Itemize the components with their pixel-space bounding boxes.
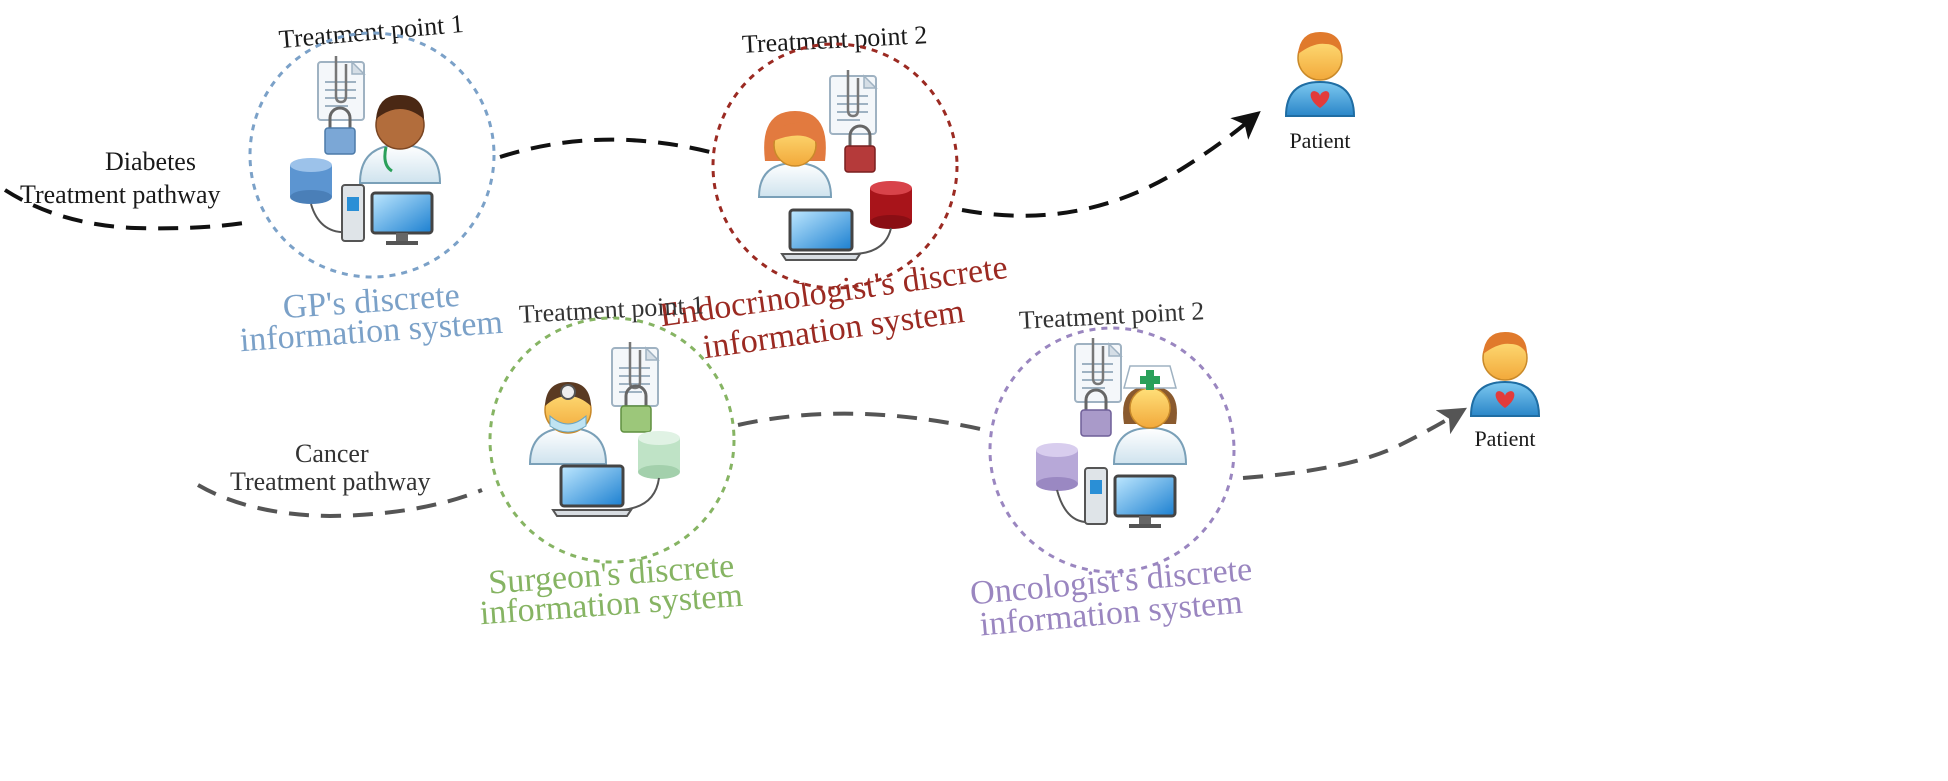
gp-system-circle (248, 31, 496, 279)
cancer-treatment-point-1: Treatment point 1 Surgeon's discre (479, 290, 744, 632)
document-icon (1073, 336, 1123, 404)
patient-icon (1470, 331, 1540, 417)
cable (619, 477, 660, 511)
database-icon (870, 181, 912, 229)
cancer-patient: Patient (1470, 331, 1540, 451)
diabetes-patient-label: Patient (1289, 128, 1350, 153)
cancer-pathway-label-line1: Cancer (295, 439, 369, 468)
database-icon (290, 158, 332, 204)
diabetes-treatment-point-1: Treatment point 1 GP's discrete infor (239, 9, 504, 359)
cable (1056, 489, 1086, 523)
document-icon (610, 340, 660, 408)
diabetes-treatment-point-2: Treatment point 2 Endocrinologist's disc… (657, 20, 1010, 366)
cancer-pathway-line-start (197, 483, 483, 519)
surgeon-system-circle (488, 316, 736, 564)
lock-icon (324, 106, 356, 155)
database-icon (638, 431, 680, 479)
nurse-icon (1112, 365, 1188, 465)
laptop-icon (780, 208, 862, 262)
cancer-pathway-line-mid (737, 411, 986, 432)
document-icon (828, 68, 878, 136)
gp-system-label-line2: information system (239, 304, 504, 359)
diabetes-pathway: Diabetes Treatment pathway Treatment poi… (3, 9, 1355, 366)
cancer-patient-label: Patient (1474, 426, 1535, 451)
oncologist-system-circle (988, 326, 1236, 574)
cancer-tp2-title: Treatment point 2 (1018, 296, 1205, 335)
cancer-pathway-label-line2: Treatment pathway (230, 467, 431, 496)
endocrinologist-doctor-icon (757, 111, 833, 198)
database-icon (1036, 443, 1078, 491)
cancer-pathway-arrow (1242, 407, 1468, 480)
diabetes-pathway-label-line1: Diabetes (105, 147, 196, 176)
gp-doctor-icon (358, 95, 442, 184)
lock-icon (1080, 388, 1112, 437)
cable (847, 227, 892, 256)
diabetes-tp2-title: Treatment point 2 (741, 20, 928, 59)
diabetes-pathway-line-start (3, 188, 251, 231)
desktop-computer-icon (1083, 466, 1177, 530)
diabetes-tp1-title: Treatment point 1 (278, 9, 465, 54)
desktop-computer-icon (340, 183, 434, 247)
document-icon (316, 54, 366, 122)
cancer-treatment-point-2: Treatment point 2 Oncologist's dis (969, 296, 1254, 643)
diabetes-pathway-line-mid (499, 137, 711, 159)
lock-icon (844, 124, 876, 173)
diabetes-patient: Patient (1285, 31, 1355, 153)
diabetes-pathway-arrow (961, 111, 1261, 218)
laptop-icon (551, 464, 633, 518)
lock-icon (620, 384, 652, 433)
diabetes-pathway-label-line2: Treatment pathway (20, 180, 221, 209)
patient-icon (1285, 31, 1355, 117)
surgeon-icon (528, 382, 608, 465)
endocrinologist-system-circle (711, 42, 959, 290)
